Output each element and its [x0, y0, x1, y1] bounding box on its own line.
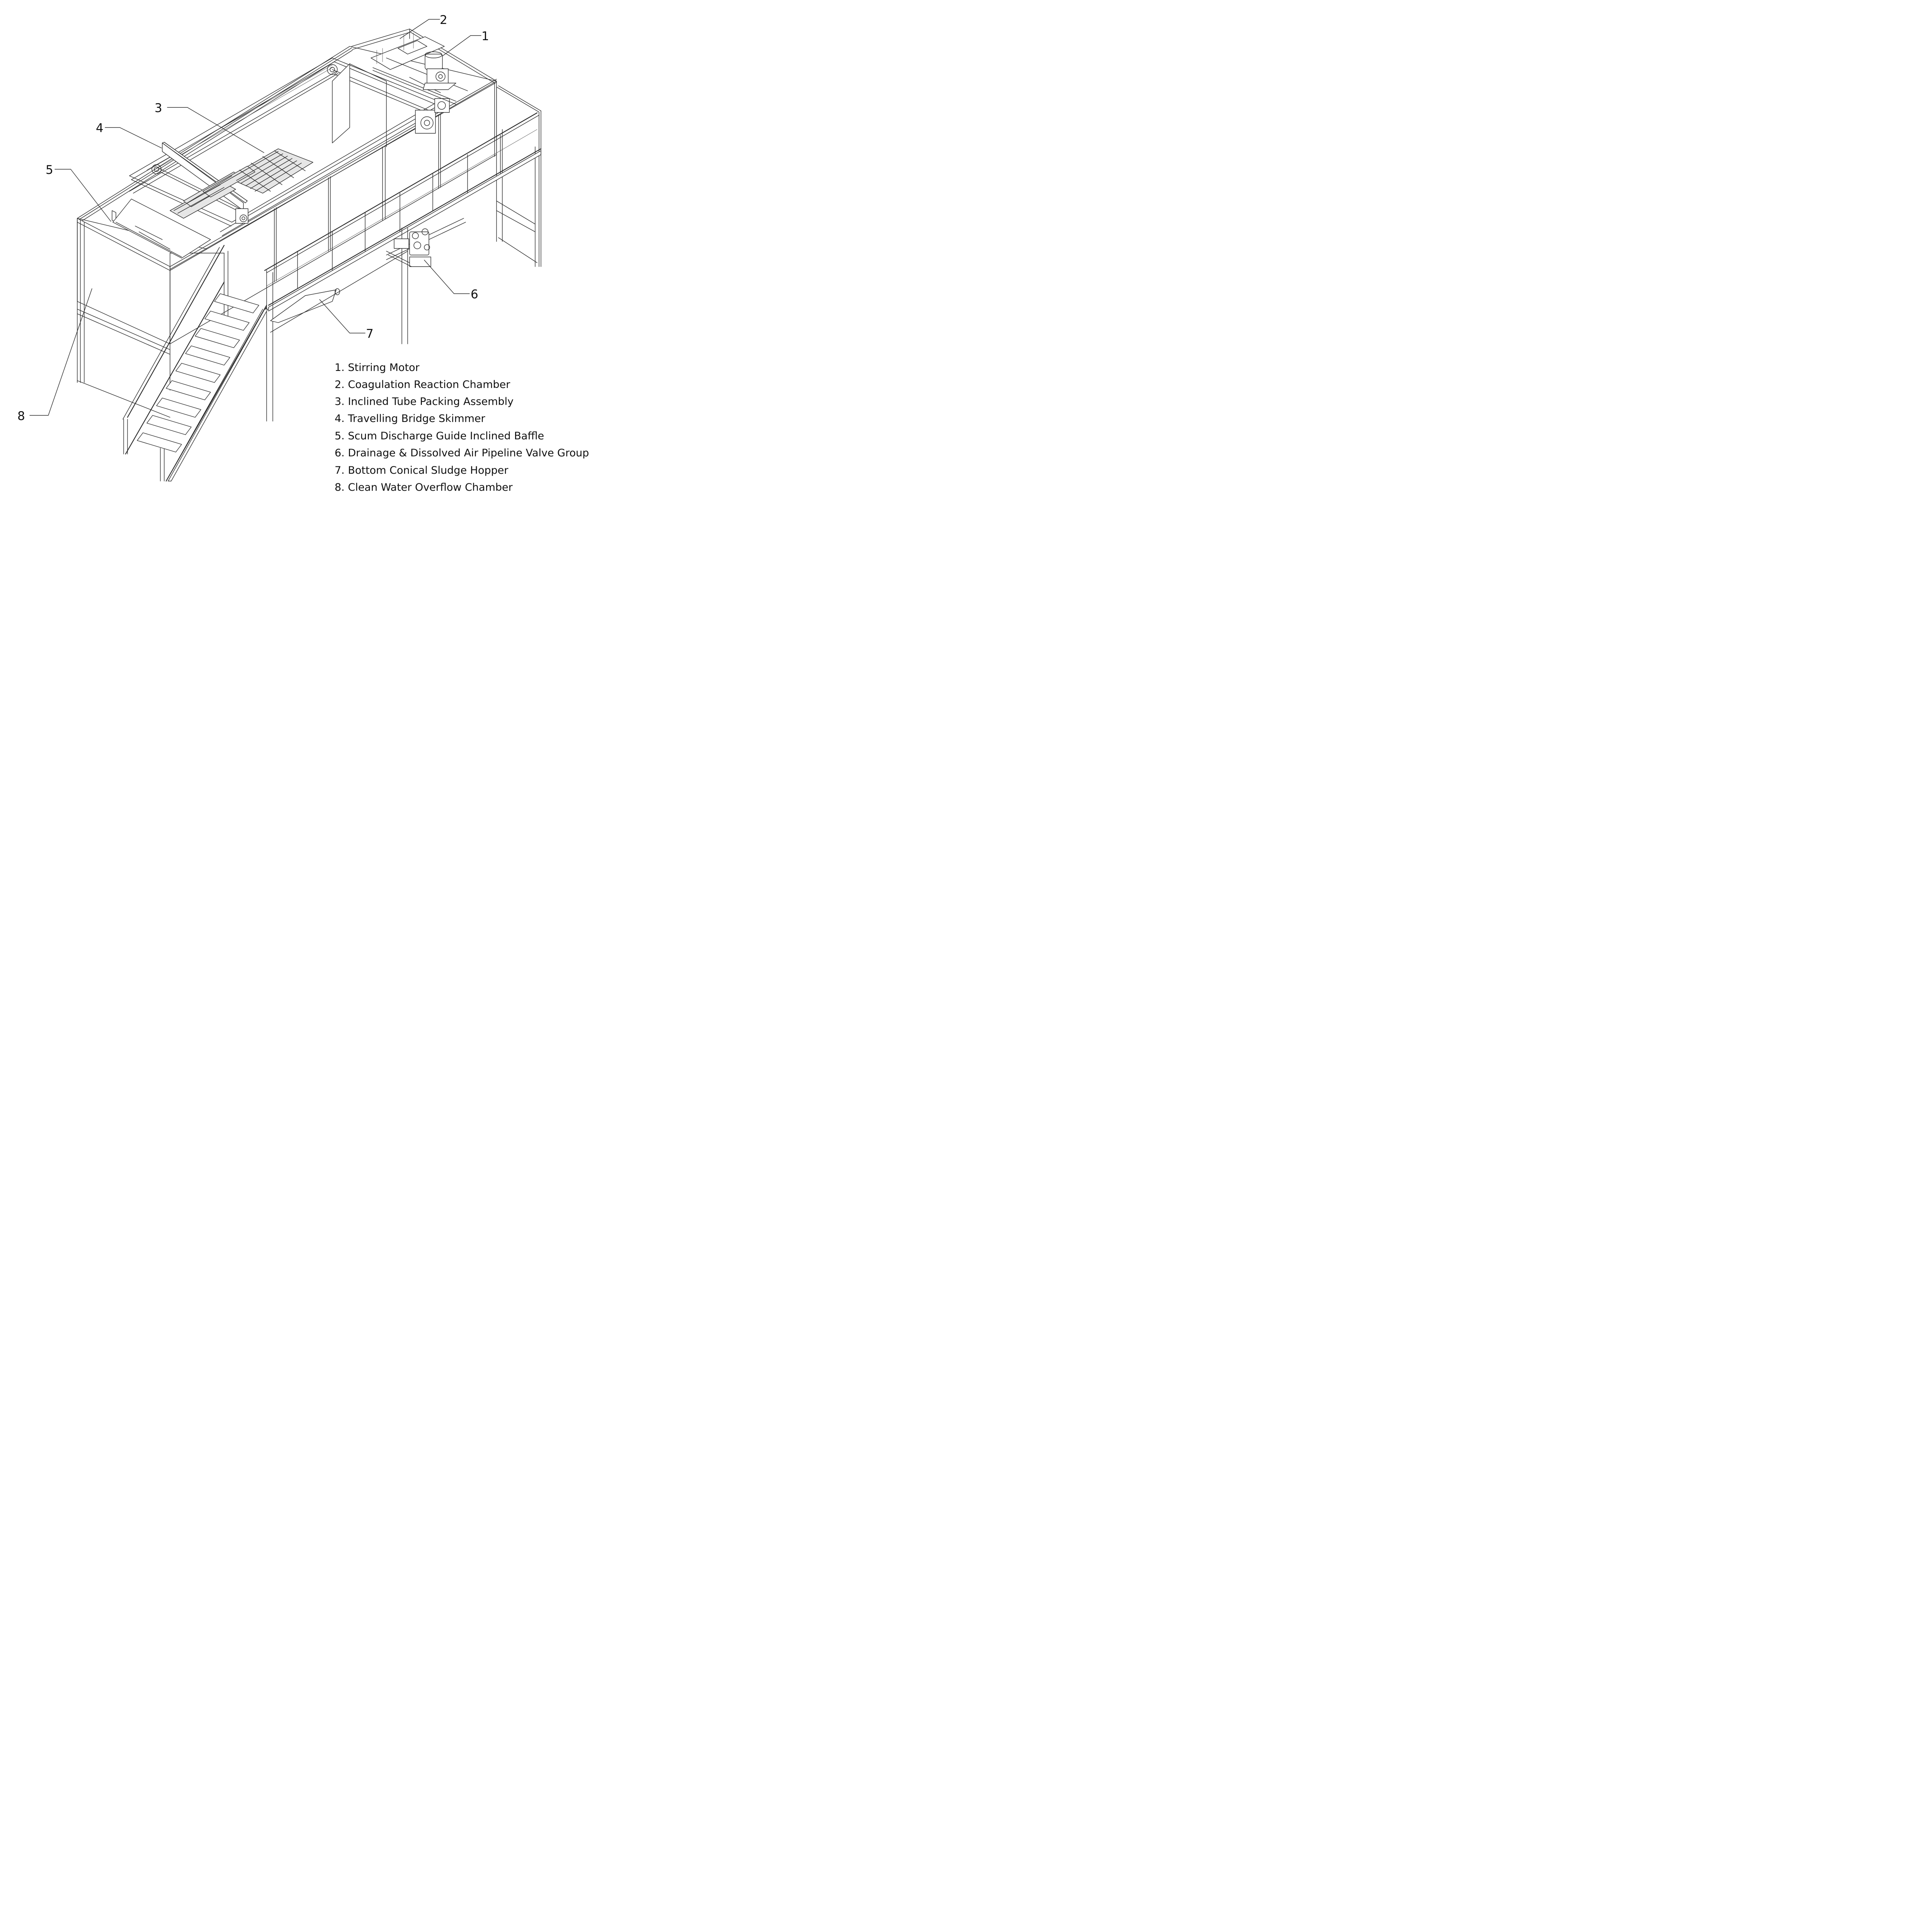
- leader-6: [424, 260, 470, 294]
- scum-baffle: [112, 199, 211, 259]
- tube-packing: [170, 148, 313, 219]
- coagulation-chamber: [332, 29, 497, 147]
- legend-item-2: 2. Coagulation Reaction Chamber: [335, 379, 510, 391]
- legend-item-5: 5. Scum Discharge Guide Inclined Baffle: [335, 430, 544, 442]
- callout-3: 3: [155, 101, 162, 115]
- legend-item-7: 7. Bottom Conical Sludge Hopper: [335, 464, 509, 476]
- leader-8: [29, 288, 92, 416]
- leader-2: [400, 19, 440, 39]
- valve-group: [386, 228, 431, 267]
- leader-7: [319, 299, 366, 333]
- leader-5: [54, 169, 111, 222]
- callout-1: 1: [481, 29, 489, 43]
- front-walkway: [264, 112, 542, 422]
- leader-1: [442, 35, 481, 56]
- callout-7: 7: [366, 327, 374, 341]
- legend-item-8: 8. Clean Water Overflow Chamber: [335, 481, 513, 493]
- leader-4: [105, 127, 162, 148]
- callout-numbers: 1 2 3 4 5 6 7 8: [17, 13, 489, 423]
- legend-item-4: 4. Travelling Bridge Skimmer: [335, 413, 486, 425]
- callout-2: 2: [440, 13, 447, 27]
- leader-3: [167, 107, 264, 153]
- equipment-diagram: 1 2 3 4 5 6 7 8 1. Stirring Motor 2. Coa…: [17, 13, 589, 493]
- staircase: [122, 245, 268, 482]
- stirring-motor: [423, 51, 456, 90]
- legend-item-1: 1. Stirring Motor: [335, 362, 420, 374]
- diagram-stage: 1 2 3 4 5 6 7 8 1. Stirring Motor 2. Coa…: [0, 0, 604, 507]
- legend-item-6: 6. Drainage & Dissolved Air Pipeline Val…: [335, 447, 589, 459]
- callout-6: 6: [471, 287, 478, 301]
- leader-lines: [29, 19, 481, 416]
- legend: 1. Stirring Motor 2. Coagulation Reactio…: [335, 362, 589, 493]
- callout-4: 4: [96, 121, 104, 135]
- legend-item-3: 3. Inclined Tube Packing Assembly: [335, 396, 514, 408]
- callout-5: 5: [46, 163, 53, 177]
- callout-8: 8: [17, 409, 25, 423]
